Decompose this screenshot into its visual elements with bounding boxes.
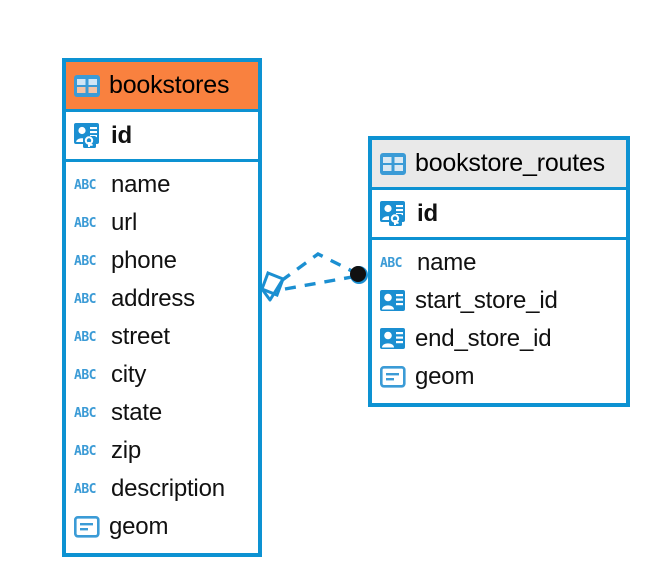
abc-text-icon: ABC bbox=[74, 329, 96, 345]
field-row-geom[interactable]: geom bbox=[372, 358, 626, 396]
abc-text-icon: ABC bbox=[74, 481, 96, 497]
field-row-id[interactable]: id bbox=[372, 190, 626, 237]
geometry-icon bbox=[379, 365, 406, 388]
abc-text-icon: ABC bbox=[380, 255, 402, 271]
envelope-diamond-marker bbox=[260, 271, 285, 302]
field-row-start-store-id[interactable]: start_store_id bbox=[372, 282, 626, 320]
primary-key-icon bbox=[380, 200, 408, 227]
primary-key-icon bbox=[74, 122, 102, 149]
table-icon bbox=[380, 152, 406, 175]
field-row-url[interactable]: ABC url bbox=[66, 204, 258, 242]
primary-key-section: id bbox=[372, 190, 626, 240]
field-label: phone bbox=[111, 247, 177, 274]
field-row-description[interactable]: ABC description bbox=[66, 470, 258, 508]
foreign-key-icon bbox=[380, 290, 406, 312]
field-label: zip bbox=[111, 437, 142, 464]
field-label: address bbox=[111, 285, 195, 312]
field-row-id[interactable]: id bbox=[66, 112, 258, 159]
field-label: name bbox=[417, 249, 477, 276]
field-label: start_store_id bbox=[415, 287, 558, 314]
field-row-address[interactable]: ABC address bbox=[66, 280, 258, 318]
abc-text-icon: ABC bbox=[74, 291, 96, 307]
entity-title: bookstores bbox=[109, 71, 230, 99]
foreign-key-icon bbox=[380, 328, 406, 350]
abc-text-icon: ABC bbox=[74, 367, 96, 383]
field-label: name bbox=[111, 171, 171, 198]
abc-text-icon: ABC bbox=[74, 177, 96, 193]
field-label: state bbox=[111, 399, 163, 426]
relationship-line-arc bbox=[279, 252, 355, 283]
field-label: id bbox=[417, 199, 438, 227]
field-row-state[interactable]: ABC state bbox=[66, 394, 258, 432]
field-row-geom[interactable]: geom bbox=[66, 508, 258, 546]
field-label: description bbox=[111, 475, 225, 502]
entity-bookstore-routes[interactable]: bookstore_routes bbox=[368, 136, 630, 407]
field-row-city[interactable]: ABC city bbox=[66, 356, 258, 394]
field-label: geom bbox=[109, 513, 169, 540]
field-label: street bbox=[111, 323, 170, 350]
fields-section: ABC name start_store_id bbox=[372, 240, 626, 403]
field-label: geom bbox=[415, 363, 475, 390]
abc-text-icon: ABC bbox=[74, 253, 96, 269]
fields-section: ABC name ABC url ABC phone ABC address A… bbox=[66, 162, 258, 553]
field-row-zip[interactable]: ABC zip bbox=[66, 432, 258, 470]
entity-header-bookstore-routes[interactable]: bookstore_routes bbox=[372, 140, 626, 190]
field-row-phone[interactable]: ABC phone bbox=[66, 242, 258, 280]
field-row-name[interactable]: ABC name bbox=[372, 244, 626, 282]
field-row-name[interactable]: ABC name bbox=[66, 166, 258, 204]
field-row-end-store-id[interactable]: end_store_id bbox=[372, 320, 626, 358]
table-icon bbox=[74, 74, 100, 97]
entity-bookstores[interactable]: bookstores bbox=[62, 58, 262, 557]
abc-text-icon: ABC bbox=[74, 443, 96, 459]
abc-text-icon: ABC bbox=[74, 215, 96, 231]
field-label: end_store_id bbox=[415, 325, 552, 352]
field-label: city bbox=[111, 361, 147, 388]
relationship-line-straight bbox=[284, 275, 353, 291]
geometry-icon bbox=[73, 515, 100, 538]
filled-circle-marker bbox=[350, 266, 368, 284]
abc-text-icon: ABC bbox=[74, 405, 96, 421]
field-label: url bbox=[111, 209, 138, 236]
entity-header-bookstores[interactable]: bookstores bbox=[66, 62, 258, 112]
field-row-street[interactable]: ABC street bbox=[66, 318, 258, 356]
field-label: id bbox=[111, 121, 132, 149]
primary-key-section: id bbox=[66, 112, 258, 162]
entity-title: bookstore_routes bbox=[415, 149, 605, 177]
